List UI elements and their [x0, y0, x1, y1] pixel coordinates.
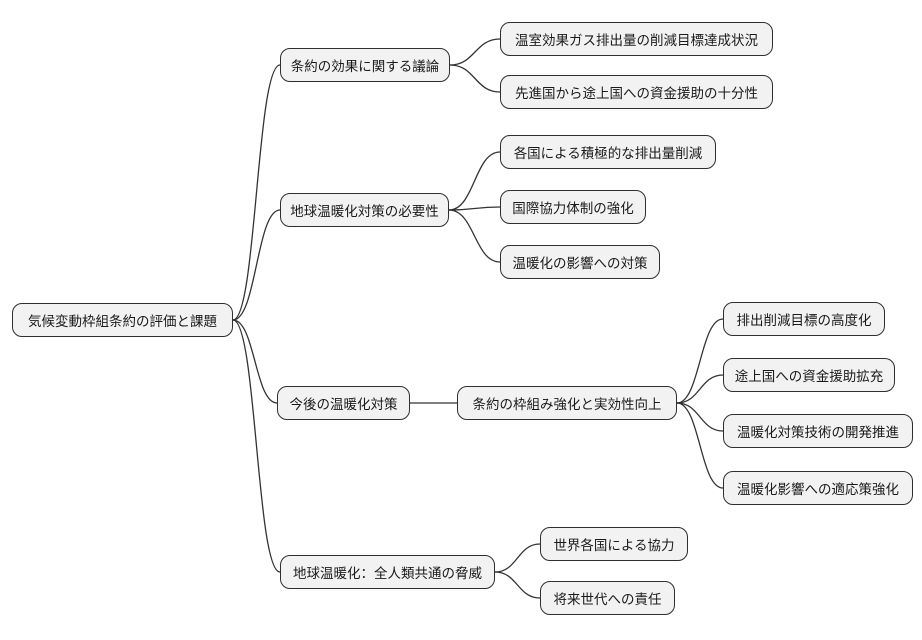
- node-global-cooperation: 世界各国による協力: [540, 527, 688, 561]
- node-treaty-effectiveness-debate: 条約の効果に関する議論: [280, 48, 450, 82]
- node-international-cooperation: 国際協力体制の強化: [500, 190, 646, 224]
- edge-root-to-common-threat: [232, 319, 281, 573]
- node-framework-strengthening: 条約の枠組み強化と実効性向上: [457, 386, 677, 420]
- edge-framework-to-adaptation: [676, 402, 724, 489]
- edge-threat-to-global-cooperation: [494, 543, 541, 573]
- edge-framework-to-funding-expansion: [676, 374, 724, 404]
- node-future-warming-measures: 今後の温暖化対策: [277, 386, 410, 420]
- edge-effectiveness-to-funding-adequacy: [449, 64, 501, 93]
- edge-root-to-necessity: [232, 209, 281, 321]
- edge-framework-to-target-upgrade: [676, 318, 724, 404]
- node-funding-expansion: 途上国への資金援助拡充: [723, 358, 895, 392]
- node-active-emission-reduction: 各国による積極的な排出量削減: [500, 135, 716, 169]
- edge-necessity-to-cooperation: [448, 206, 501, 211]
- node-future-generations-responsibility: 将来世代への責任: [540, 581, 675, 615]
- node-funding-adequacy: 先進国から途上国への資金援助の十分性: [500, 75, 773, 109]
- edge-effectiveness-to-target-status: [449, 38, 501, 66]
- edge-threat-to-future-generations: [494, 571, 541, 599]
- edge-framework-to-technology: [676, 402, 724, 432]
- edge-root-to-future-measures: [232, 319, 278, 404]
- edge-necessity-to-impact-measures: [448, 209, 501, 263]
- node-warming-countermeasures-necessity: 地球温暖化対策の必要性: [280, 193, 449, 227]
- edge-necessity-to-emission-reduction: [448, 151, 501, 211]
- node-technology-development: 温暖化対策技術の開発推進: [723, 414, 913, 448]
- node-ghg-reduction-target-status: 温室効果ガス排出量の削減目標達成状況: [500, 22, 773, 56]
- edge-root-to-treaty-effectiveness: [232, 64, 281, 321]
- node-root: 気候変動枠組条約の評価と課題: [12, 303, 233, 337]
- node-emission-target-upgrade: 排出削減目標の高度化: [723, 302, 885, 336]
- node-warming-common-threat: 地球温暖化：全人類共通の脅威: [280, 555, 495, 589]
- node-warming-impact-measures: 温暖化の影響への対策: [500, 245, 660, 279]
- node-adaptation-strengthening: 温暖化影響への適応策強化: [723, 471, 913, 505]
